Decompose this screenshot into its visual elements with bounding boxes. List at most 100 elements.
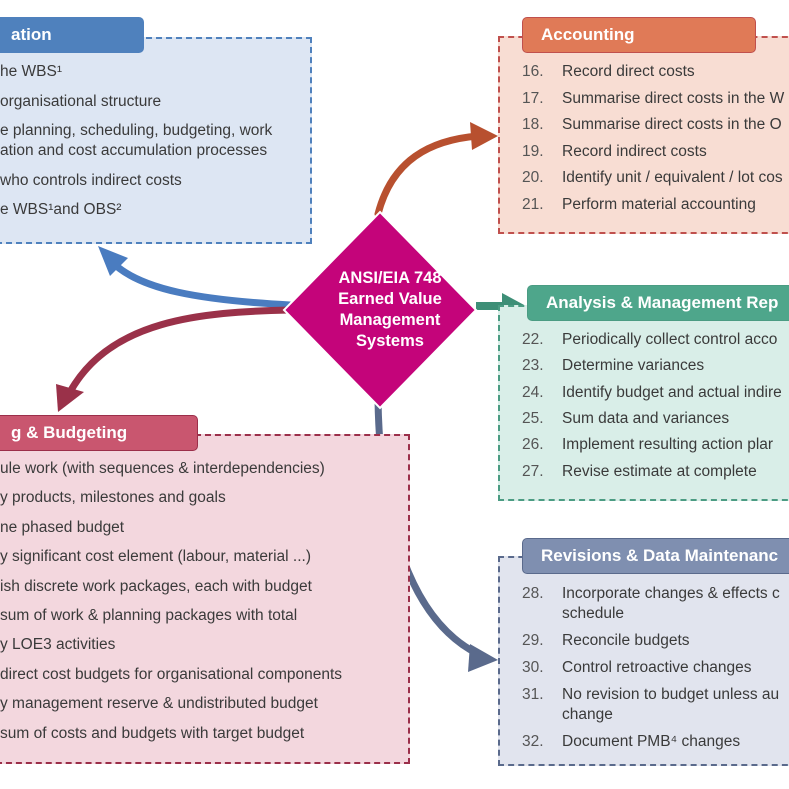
organisation-item: e planning, scheduling, budgeting, work …: [0, 121, 310, 161]
accounting-item-text: Record indirect costs: [562, 142, 707, 160]
analysis-item-text: Revise estimate at complete: [562, 462, 757, 480]
planning-item: ish discrete work packages, each with bu…: [0, 577, 405, 597]
planning-item-text: sum of costs and budgets with target bud…: [0, 724, 305, 742]
accounting-item: 17. Summarise direct costs in the W: [522, 89, 789, 109]
planning-item-text: direct cost budgets for organisational c…: [0, 665, 343, 683]
organisation-item: who controls indirect costs: [0, 171, 310, 191]
analysis-item: 26. Implement resulting action plar: [522, 435, 789, 455]
accounting-item-number: 17.: [522, 89, 544, 107]
revisions-item: 28. Incorporate changes & effects c sched…: [522, 584, 789, 624]
planning-item-text: ish discrete work packages, each with bu…: [0, 577, 312, 595]
organisation-item-text: who controls indirect costs: [0, 171, 182, 189]
planning-item: y products, milestones and goals: [0, 488, 405, 508]
planning-item: y management reserve & undistributed bud…: [0, 694, 405, 714]
planning-item: sum of work & planning packages with tot…: [0, 606, 405, 626]
arrow-to-planning: [66, 306, 294, 396]
arrow-to-organisation: [108, 258, 294, 309]
organisation-item-text: organisational structure: [0, 92, 162, 110]
revisions-item: 29. Reconcile budgets: [522, 631, 789, 651]
analysis-item: 23. Determine variances: [522, 356, 789, 376]
center-line-4: Systems: [356, 332, 424, 350]
accounting-item: 21. Perform material accounting: [522, 195, 789, 215]
organisation-item: organisational structure: [0, 92, 310, 112]
accounting-item-text: Identify unit / equivalent / lot cos: [562, 169, 783, 186]
analysis-item-number: 23.: [522, 357, 544, 375]
accounting-item-number: 20.: [522, 169, 544, 186]
accounting-item: 20. Identify unit / equivalent / lot cos: [522, 168, 789, 188]
center-line-3: Management: [339, 311, 441, 329]
center-diamond: [282, 210, 478, 410]
planning-item-text: y products, milestones and goals: [0, 489, 226, 507]
organisation-item-text: e WBS¹and OBS²: [0, 201, 122, 218]
planning-item: ule work (with sequences & interdependen…: [0, 459, 405, 479]
analysis-item-text: Implement resulting action plar: [562, 436, 774, 454]
analysis-item-text: Determine variances: [562, 357, 705, 375]
planning-item: y significant cost element (labour, mate…: [0, 547, 405, 567]
revisions-item-number: 29.: [522, 632, 544, 649]
revisions-item: 32. Document PMB⁴ changes: [522, 732, 789, 752]
revisions-item-text: Reconcile budgets: [562, 632, 690, 649]
revisions-item-text: Incorporate changes & effects c schedule: [562, 585, 780, 622]
accounting-item-text: Summarise direct costs in the O: [562, 116, 782, 133]
revisions-item-text: No revision to budget unless au change: [562, 686, 780, 723]
analysis-item: 27. Revise estimate at complete: [522, 462, 789, 482]
revisions-item-number: 31.: [522, 686, 544, 703]
analysis-tab: Analysis & Management Rep: [527, 285, 789, 321]
organisation-tab: ation: [0, 17, 144, 53]
planning-panel: [0, 434, 410, 764]
analysis-item-number: 27.: [522, 462, 544, 480]
center-line-2: Earned Value: [338, 290, 442, 308]
planning-item-text: y management reserve & undistributed bud…: [0, 695, 318, 713]
arrow-head-revisions: [468, 644, 498, 672]
arrow-head-planning: [56, 384, 84, 412]
analysis-item-number: 25.: [522, 409, 544, 427]
accounting-item-number: 16.: [522, 63, 544, 80]
analysis-item: 24. Identify budget and actual indire: [522, 383, 789, 403]
planning-item-text: y LOE3 activities: [0, 636, 116, 654]
revisions-panel: [498, 556, 789, 766]
analysis-item-text: Sum data and variances: [562, 409, 730, 427]
analysis-item: 25. Sum data and variances: [522, 409, 789, 429]
planning-item-text: y significant cost element (labour, mate…: [0, 548, 311, 566]
accounting-item-number: 21.: [522, 195, 544, 213]
planning-item: ne phased budget: [0, 518, 405, 538]
arrow-head-organisation: [98, 246, 128, 276]
planning-item: y LOE3 activities: [0, 635, 405, 655]
center-line-1: ANSI/EIA 748: [338, 269, 442, 287]
analysis-item-text: Periodically collect control acco: [562, 331, 778, 348]
revisions-tab: Revisions & Data Maintenanc: [522, 538, 789, 574]
revisions-item-number: 32.: [522, 733, 544, 750]
revisions-item-number: 30.: [522, 659, 544, 676]
accounting-item-number: 19.: [522, 142, 544, 160]
accounting-item-text: Perform material accounting: [562, 195, 756, 213]
accounting-item: 18. Summarise direct costs in the O: [522, 115, 789, 135]
revisions-item: 30. Control retroactive changes: [522, 658, 789, 678]
revisions-item-number: 28.: [522, 585, 544, 602]
revisions-item-text: Control retroactive changes: [562, 659, 752, 676]
planning-tab: g & Budgeting: [0, 415, 198, 451]
accounting-item-text: Summarise direct costs in the W: [562, 89, 785, 107]
planning-item: sum of costs and budgets with target bud…: [0, 724, 405, 744]
analysis-item-number: 26.: [522, 436, 544, 454]
accounting-tab: Accounting: [522, 17, 756, 53]
organisation-item: he WBS¹: [0, 62, 310, 82]
accounting-item: 19. Record indirect costs: [522, 142, 789, 162]
organisation-item-text: e planning, scheduling, budgeting, work …: [0, 122, 273, 159]
analysis-item: 22. Periodically collect control acco: [522, 330, 789, 350]
center-label: ANSI/EIA 748 Earned Value Management Sys…: [290, 268, 490, 352]
accounting-item: 16. Record direct costs: [522, 62, 789, 82]
revisions-item: 31. No revision to budget unless au chang…: [522, 685, 789, 725]
analysis-item-number: 24.: [522, 383, 544, 401]
organisation-panel: [0, 37, 312, 244]
organisation-item: e WBS¹and OBS²: [0, 200, 310, 220]
accounting-item-number: 18.: [522, 116, 544, 133]
arrow-to-accounting: [374, 132, 482, 218]
revisions-item-text: Document PMB⁴ changes: [562, 733, 741, 750]
arrow-head-accounting: [470, 122, 498, 150]
analysis-item-number: 22.: [522, 331, 544, 348]
analysis-panel: [498, 305, 789, 501]
analysis-item-text: Identify budget and actual indire: [562, 383, 782, 401]
accounting-item-text: Record direct costs: [562, 63, 695, 80]
planning-item-text: ne phased budget: [0, 518, 125, 536]
planning-item-text: ule work (with sequences & interdependen…: [0, 460, 325, 477]
